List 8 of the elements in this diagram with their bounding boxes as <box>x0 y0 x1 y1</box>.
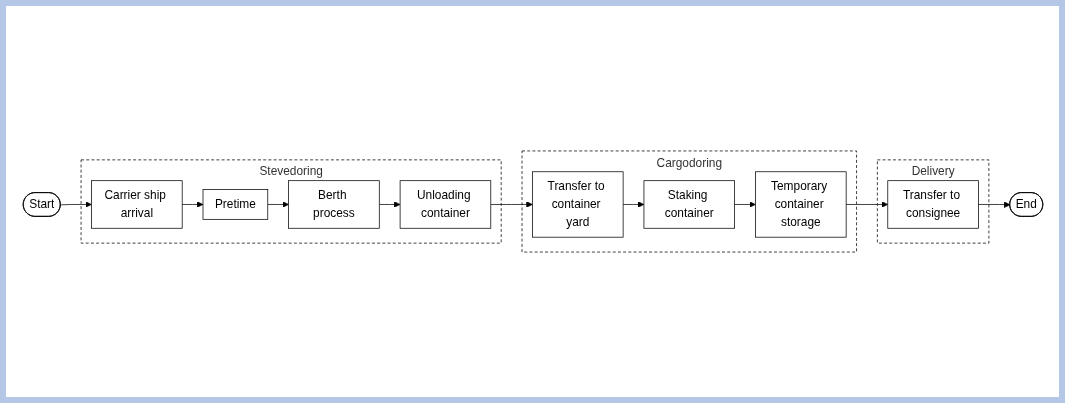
node-box: Carrier ship arrival <box>90 180 183 229</box>
node-box: Pretime <box>202 189 268 220</box>
node-box: Staking container <box>643 180 735 229</box>
node-box: Temporary container storage <box>754 171 846 238</box>
node-box: Berth process <box>287 180 380 229</box>
node-box: Unloading container <box>399 180 491 229</box>
node-box: Transfer to consignee <box>886 180 979 229</box>
node-box: Transfer to container yard <box>531 171 623 238</box>
